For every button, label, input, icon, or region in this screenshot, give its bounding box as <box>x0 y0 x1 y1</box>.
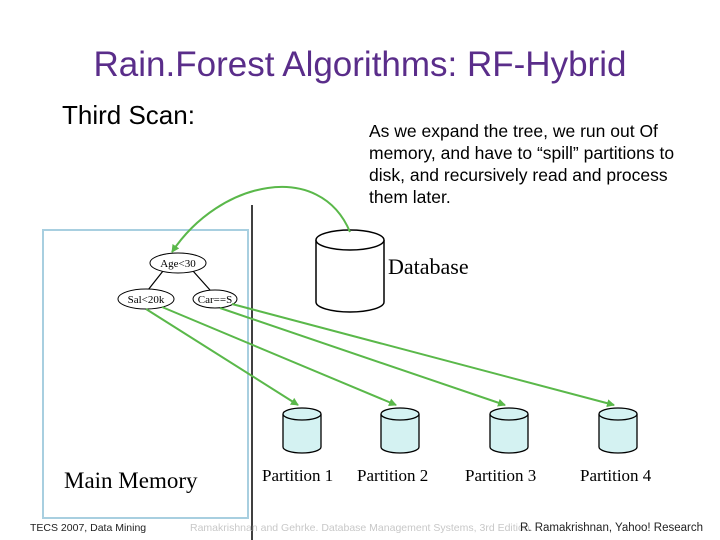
footer-right: R. Ramakrishnan, Yahoo! Research <box>520 522 704 534</box>
tree-node-left-label: Sal<20k <box>128 294 165 306</box>
partition-cylinder-4 <box>598 407 638 454</box>
partition-label-4: Partition 4 <box>580 466 652 485</box>
footer-center: Ramakrishnan and Gehrke. Database Manage… <box>190 522 533 534</box>
partition-label-3: Partition 3 <box>465 466 537 485</box>
database-label: Database <box>388 254 469 279</box>
partition-label-2: Partition 2 <box>357 466 429 485</box>
section-heading: Third Scan: <box>62 100 195 130</box>
partition-label-1: Partition 1 <box>262 466 334 485</box>
partition-cylinder-3 <box>489 407 529 454</box>
tree-node-right-label: Car==S <box>198 294 232 306</box>
database-cylinder <box>315 229 385 313</box>
partition-cylinder-1 <box>282 407 322 454</box>
arrow-to-partition-2 <box>161 306 397 406</box>
arrow-to-partition-1 <box>145 308 299 406</box>
slide-title: Rain.Forest Algorithms: RF-Hybrid <box>93 45 627 84</box>
tree-node-root <box>149 252 207 274</box>
main-memory-label: Main Memory <box>64 468 198 493</box>
arrow-to-partition-4 <box>231 303 615 408</box>
footer-left: TECS 2007, Data Mining <box>30 522 147 534</box>
explanation-text: As we expand the tree, we run out Of mem… <box>369 121 675 207</box>
tree-edge-left <box>147 270 164 291</box>
tree-edge-right <box>192 270 211 291</box>
partition-cylinder-2 <box>380 407 420 454</box>
arrow-to-partition-3 <box>219 307 506 407</box>
tree-node-root-label: Age<30 <box>160 258 196 270</box>
tree-node-right <box>192 289 238 309</box>
database-to-tree-arrow <box>171 186 351 253</box>
